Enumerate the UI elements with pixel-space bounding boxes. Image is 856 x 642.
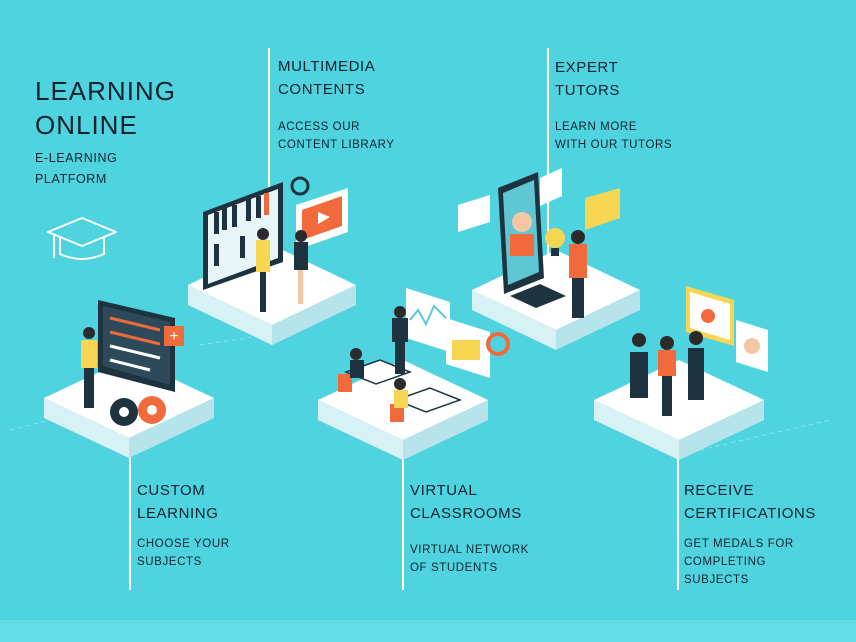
platform-multimedia: [188, 176, 356, 345]
page-title-line2: ONLINE: [35, 110, 138, 140]
multimedia-desc-line2: CONTENT LIBRARY: [278, 139, 395, 151]
certifications-title-line2: CERTIFICATIONS: [684, 505, 817, 522]
connector-classrooms: [402, 440, 404, 590]
classrooms-title-line1: VIRTUAL: [410, 482, 478, 499]
multimedia-title-line2: CONTENTS: [278, 81, 366, 98]
platform-tutors: [458, 168, 640, 350]
custom-desc-line1: CHOOSE YOUR: [137, 538, 230, 550]
svg-text:+: +: [169, 328, 178, 345]
connector-multimedia: [268, 48, 270, 288]
page-subtitle-line2: PLATFORM: [35, 172, 107, 186]
certifications-title-line1: RECEIVE: [684, 482, 755, 499]
connector-custom: [129, 440, 131, 590]
tutors-title-line1: EXPERT: [555, 59, 619, 76]
platform-certifications: [594, 286, 768, 460]
classrooms-desc-line1: VIRTUAL NETWORK: [410, 544, 529, 556]
classrooms-title-line2: CLASSROOMS: [410, 505, 522, 522]
classrooms-desc-line2: OF STUDENTS: [410, 562, 498, 574]
tutors-desc-line2: WITH OUR TUTORS: [555, 139, 673, 151]
platform-custom: +: [44, 300, 214, 458]
tutors-title-line2: TUTORS: [555, 82, 620, 99]
decorative-grid: [9, 329, 831, 451]
certifications-desc-line3: SUBJECTS: [684, 574, 749, 586]
tutors-desc-line1: LEARN MORE: [555, 121, 638, 133]
custom-title-line2: LEARNING: [137, 505, 219, 522]
multimedia-title-line1: MULTIMEDIA: [278, 58, 376, 75]
custom-title-line1: CUSTOM: [137, 482, 206, 499]
bottom-band: [0, 620, 856, 642]
certifications-desc-line1: GET MEDALS FOR: [684, 538, 794, 550]
platform-classrooms: [318, 288, 510, 460]
page-subtitle-line1: E-LEARNING: [35, 151, 118, 165]
certifications-desc-line2: COMPLETING: [684, 556, 767, 568]
connector-certifications: [677, 440, 679, 590]
graduation-cap-icon: [47, 217, 117, 260]
page-title-line1: LEARNING: [35, 76, 176, 106]
multimedia-desc-line1: ACCESS OUR: [278, 121, 361, 133]
connector-tutors: [547, 48, 549, 283]
custom-desc-line2: SUBJECTS: [137, 556, 202, 568]
